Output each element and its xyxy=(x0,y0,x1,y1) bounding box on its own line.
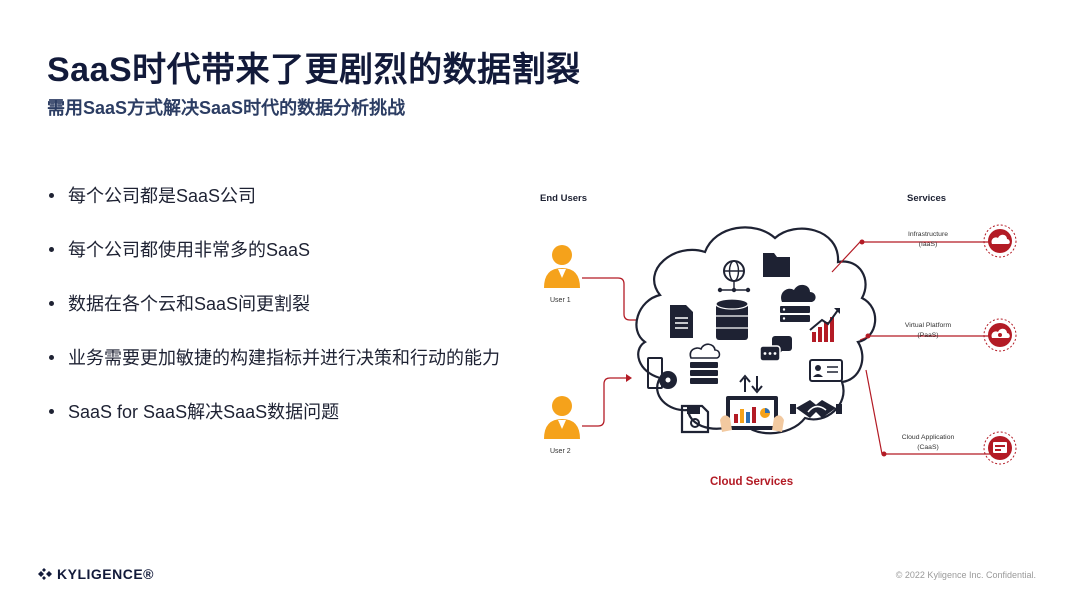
end-users-label: End Users xyxy=(540,193,587,204)
cloud-server-icon xyxy=(780,284,816,322)
folder-icon xyxy=(763,253,790,277)
globe-network-icon xyxy=(717,260,751,293)
iaas-cloud-icon xyxy=(983,224,1017,258)
chat-icon xyxy=(759,336,792,362)
slide-title: SaaS时代带来了更剧烈的数据割裂 xyxy=(47,51,581,89)
save-floppy-icon xyxy=(680,404,710,434)
service-name: Infrastructure xyxy=(908,231,948,238)
logo-text: KYLIGENCE® xyxy=(57,566,154,582)
bullet-item: 每个公司都是SaaS公司 xyxy=(48,178,528,214)
user1-label: User 1 xyxy=(550,297,571,304)
user2-label: User 2 xyxy=(550,448,571,455)
slide-subtitle: 需用SaaS方式解决SaaS时代的数据分析挑战 xyxy=(47,98,406,118)
user-arrows xyxy=(582,277,644,427)
dashboard-tablet-icon xyxy=(720,396,784,432)
id-card-icon xyxy=(809,359,843,382)
bullet-item: 每个公司都使用非常多的SaaS xyxy=(48,232,528,268)
caas-app-icon xyxy=(983,431,1017,465)
bullet-list: 每个公司都是SaaS公司 每个公司都使用非常多的SaaS 数据在各个云和SaaS… xyxy=(48,178,528,448)
database-icon xyxy=(715,298,749,340)
cloud-services-diagram: End Users Services User 1 User 2 xyxy=(540,193,1017,488)
document-icon xyxy=(670,305,693,338)
service-abbr: (IaaS) xyxy=(919,241,938,248)
paas-cloud-icon xyxy=(983,318,1017,352)
bullet-item: 数据在各个云和SaaS间更割裂 xyxy=(48,286,528,322)
handshake-icon xyxy=(790,400,842,418)
service-abbr: (PaaS) xyxy=(917,332,938,339)
kyligence-logo: KYLIGENCE® xyxy=(38,566,154,582)
cloud-services-label: Cloud Services xyxy=(710,476,793,488)
disc-drive-icon xyxy=(647,357,677,389)
service-abbr: (CaaS) xyxy=(917,444,939,451)
bullet-item: 业务需要更加敏捷的构建指标并进行决策和行动的能力 xyxy=(48,340,528,376)
bullet-item: SaaS for SaaS解决SaaS数据问题 xyxy=(48,394,528,430)
user-icon xyxy=(544,396,580,439)
services-label: Services xyxy=(907,193,946,204)
growth-chart-icon xyxy=(809,308,840,342)
service-name: Cloud Application xyxy=(902,434,955,441)
server-cloud-icon xyxy=(689,343,721,384)
copyright-text: © 2022 Kyligence Inc. Confidential. xyxy=(895,570,1036,580)
user-icon xyxy=(544,245,580,288)
service-name: Virtual Platform xyxy=(905,322,952,329)
transfer-arrows-icon xyxy=(739,374,763,394)
logo-mark-icon xyxy=(38,568,52,580)
